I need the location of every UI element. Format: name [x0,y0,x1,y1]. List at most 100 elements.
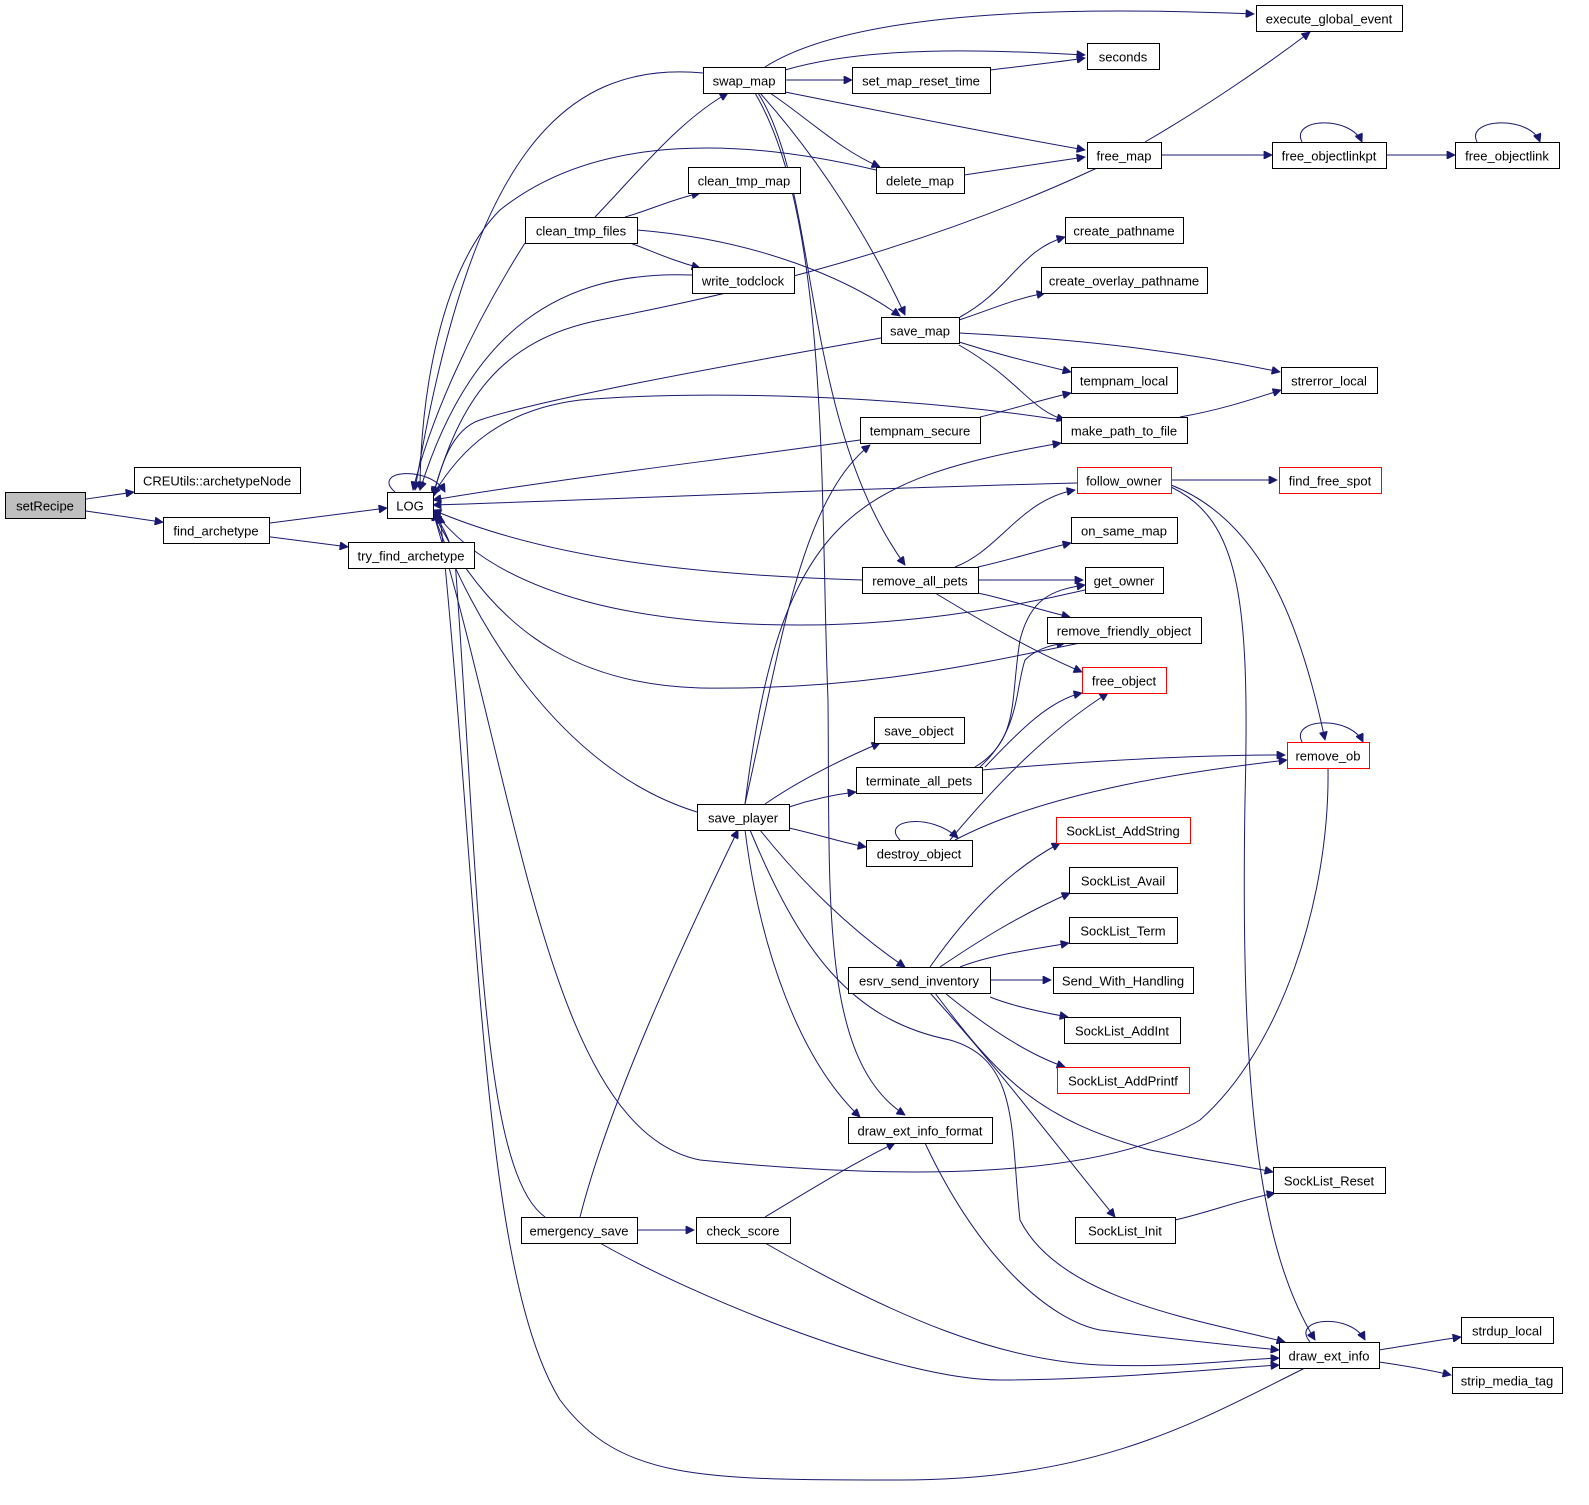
node-box[interactable] [5,492,86,519]
node-socklist_init[interactable]: SockList_Init [1075,1217,1176,1244]
node-box[interactable] [1279,467,1382,494]
node-strdup_local[interactable]: strdup_local [1461,1317,1554,1344]
node-clean_tmp_files[interactable]: clean_tmp_files [525,217,638,244]
node-socklist_reset[interactable]: SockList_Reset [1273,1167,1386,1194]
node-delete_map[interactable]: delete_map [876,167,965,194]
node-box[interactable] [848,1117,993,1144]
node-box[interactable] [856,767,983,794]
node-tempnam_secure[interactable]: tempnam_secure [860,417,981,444]
node-box[interactable] [874,717,965,744]
node-box[interactable] [688,167,801,194]
node-box[interactable] [1087,142,1162,169]
node-box[interactable] [1273,1167,1386,1194]
node-box[interactable] [692,267,795,294]
node-save_player[interactable]: save_player [697,804,790,831]
node-box[interactable] [852,67,991,94]
node-terminate_all_pets[interactable]: terminate_all_pets [856,767,983,794]
node-remove_ob[interactable]: remove_ob [1287,742,1370,769]
node-box[interactable] [1041,267,1208,294]
node-box[interactable] [1256,5,1403,32]
node-setrecipe[interactable]: setRecipe [5,492,86,519]
node-on_same_map[interactable]: on_same_map [1071,517,1178,544]
node-free_object[interactable]: free_object [1082,667,1167,694]
node-box[interactable] [876,167,965,194]
node-strerror_local[interactable]: strerror_local [1281,367,1378,394]
node-box[interactable] [1069,917,1178,944]
node-set_map_reset_time[interactable]: set_map_reset_time [852,67,991,94]
node-box[interactable] [1064,1017,1181,1044]
node-socklist_addstring[interactable]: SockList_AddString [1056,817,1191,844]
node-box[interactable] [1461,1317,1554,1344]
node-box[interactable] [348,542,475,569]
node-box[interactable] [1061,417,1188,444]
node-save_map[interactable]: save_map [881,317,960,344]
node-archetypenode[interactable]: CREUtils::archetypeNode [134,467,301,494]
node-save_object[interactable]: save_object [874,717,965,744]
node-box[interactable] [1082,667,1167,694]
node-box[interactable] [866,840,973,867]
node-get_owner[interactable]: get_owner [1085,567,1164,594]
node-seconds[interactable]: seconds [1087,43,1160,70]
node-tempnam_local[interactable]: tempnam_local [1071,367,1178,394]
node-box[interactable] [881,317,960,344]
node-clean_tmp_map[interactable]: clean_tmp_map [688,167,801,194]
node-make_path_to_file[interactable]: make_path_to_file [1061,417,1188,444]
node-box[interactable] [1056,817,1191,844]
node-send_with_handling[interactable]: Send_With_Handling [1053,967,1194,994]
node-box[interactable] [134,467,301,494]
node-box[interactable] [1455,142,1560,169]
node-box[interactable] [387,492,434,519]
node-swap_map[interactable]: swap_map [703,67,786,94]
node-box[interactable] [696,1217,791,1244]
node-box[interactable] [163,517,270,544]
node-box[interactable] [1047,617,1202,644]
node-box[interactable] [521,1217,638,1244]
node-free_map[interactable]: free_map [1087,142,1162,169]
node-box[interactable] [862,567,979,594]
node-box[interactable] [1287,742,1370,769]
node-box[interactable] [860,417,981,444]
node-draw_ext_info_format[interactable]: draw_ext_info_format [848,1117,993,1144]
node-check_score[interactable]: check_score [696,1217,791,1244]
node-remove_friendly_object[interactable]: remove_friendly_object [1047,617,1202,644]
node-box[interactable] [697,804,790,831]
node-box[interactable] [1272,142,1387,169]
node-box[interactable] [1085,567,1164,594]
node-box[interactable] [1075,1217,1176,1244]
node-strip_media_tag[interactable]: strip_media_tag [1452,1367,1563,1394]
node-draw_ext_info[interactable]: draw_ext_info [1279,1342,1380,1369]
node-socklist_addprintf[interactable]: SockList_AddPrintf [1057,1067,1190,1094]
node-socklist_avail[interactable]: SockList_Avail [1069,867,1178,894]
node-box[interactable] [1069,867,1178,894]
node-find_archetype[interactable]: find_archetype [163,517,270,544]
node-box[interactable] [1065,217,1184,244]
node-emergency_save[interactable]: emergency_save [521,1217,638,1244]
node-box[interactable] [848,967,991,994]
node-try_find_archetype[interactable]: try_find_archetype [348,542,475,569]
node-create_pathname[interactable]: create_pathname [1065,217,1184,244]
node-execute_global_event[interactable]: execute_global_event [1256,5,1403,32]
node-esrv_send_inventory[interactable]: esrv_send_inventory [848,967,991,994]
node-socklist_term[interactable]: SockList_Term [1069,917,1178,944]
node-write_todclock[interactable]: write_todclock [692,267,795,294]
node-box[interactable] [703,67,786,94]
node-box[interactable] [1057,1067,1190,1094]
node-remove_all_pets[interactable]: remove_all_pets [862,567,979,594]
node-box[interactable] [1077,467,1172,494]
node-free_objectlink[interactable]: free_objectlink [1455,142,1560,169]
node-follow_owner[interactable]: follow_owner [1077,467,1172,494]
node-box[interactable] [1087,43,1160,70]
node-log[interactable]: LOG [387,492,434,519]
node-box[interactable] [525,217,638,244]
node-box[interactable] [1053,967,1194,994]
node-box[interactable] [1071,517,1178,544]
node-box[interactable] [1452,1367,1563,1394]
node-free_objectlinkpt[interactable]: free_objectlinkpt [1272,142,1387,169]
node-destroy_object[interactable]: destroy_object [866,840,973,867]
node-box[interactable] [1071,367,1178,394]
node-create_overlay_pathname[interactable]: create_overlay_pathname [1041,267,1208,294]
node-box[interactable] [1281,367,1378,394]
node-find_free_spot[interactable]: find_free_spot [1279,467,1382,494]
node-box[interactable] [1279,1342,1380,1369]
node-socklist_addint[interactable]: SockList_AddInt [1064,1017,1181,1044]
